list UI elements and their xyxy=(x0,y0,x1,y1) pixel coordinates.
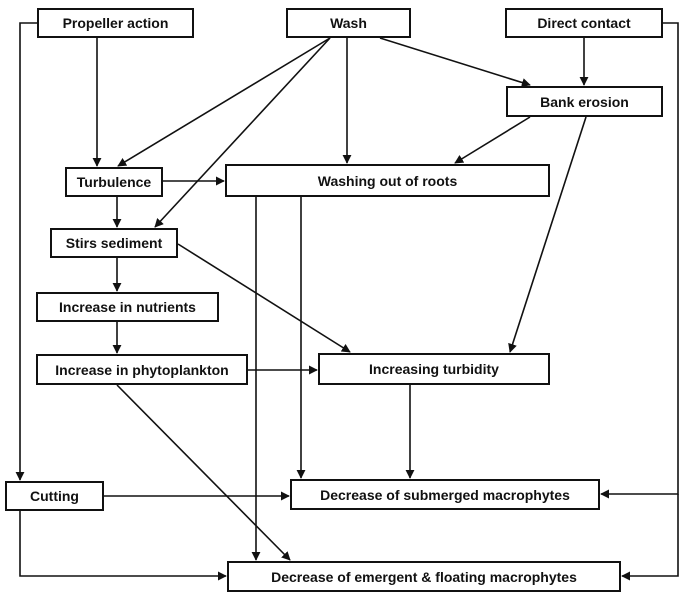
edge-propeller-action-to-cutting xyxy=(15,22,37,481)
edge-wash-to-turbulence xyxy=(117,37,331,167)
edge-direct-contact-to-decrease-emergent xyxy=(621,494,679,581)
node-direct-contact: Direct contact xyxy=(505,8,663,38)
edge-wash-to-stirs-sediment xyxy=(154,37,331,228)
node-stirs-sediment: Stirs sediment xyxy=(50,228,178,258)
node-increase-in-phytoplankton: Increase in phytoplankton xyxy=(36,354,248,385)
node-increasing-turbidity: Increasing turbidity xyxy=(318,353,550,385)
node-turbulence: Turbulence xyxy=(65,167,163,197)
edge-cutting-to-decrease-emergent xyxy=(19,511,227,581)
node-cutting: Cutting xyxy=(5,481,104,511)
node-wash: Wash xyxy=(286,8,411,38)
edge-increase-in-phytoplankton-to-decrease-emergent xyxy=(116,384,291,561)
node-washing-out-of-roots: Washing out of roots xyxy=(225,164,550,197)
edge-group xyxy=(15,22,679,581)
edge-wash-to-bank-erosion xyxy=(379,37,531,87)
node-bank-erosion: Bank erosion xyxy=(506,86,663,117)
node-decrease-submerged: Decrease of submerged macrophytes xyxy=(290,479,600,510)
node-propeller-action: Propeller action xyxy=(37,8,194,38)
edge-direct-contact-to-decrease-submerged xyxy=(600,22,679,499)
edge-bank-erosion-to-washing-out-of-roots xyxy=(454,116,531,164)
node-decrease-emergent: Decrease of emergent & floating macrophy… xyxy=(227,561,621,592)
edge-bank-erosion-to-increasing-turbidity xyxy=(508,116,587,353)
node-increase-in-nutrients: Increase in nutrients xyxy=(36,292,219,322)
edge-stirs-sediment-to-increasing-turbidity xyxy=(177,243,351,353)
